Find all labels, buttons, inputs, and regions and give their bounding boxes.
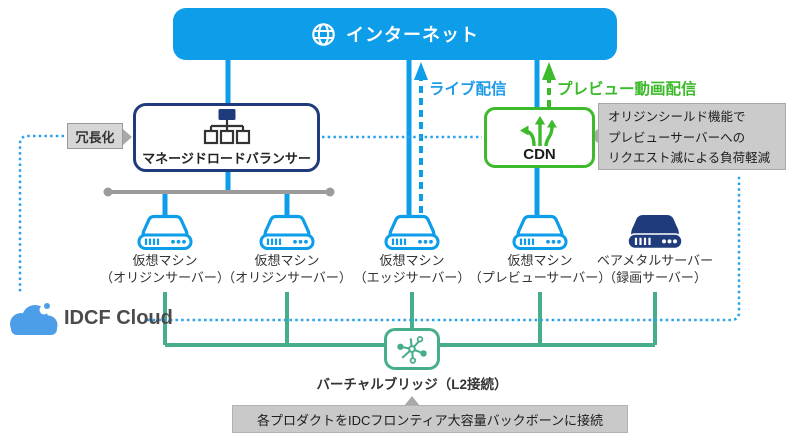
live-flow-label: ライブ配信 xyxy=(429,81,507,98)
cdn-box: CDN xyxy=(484,107,595,168)
annotation-line-2: プレビューサーバーへの xyxy=(608,130,746,145)
vm-server-icon xyxy=(384,214,440,250)
server-label-origin1: 仮想マシン （オリジンサーバー） xyxy=(90,252,240,286)
server-name: ベアメタルサーバー xyxy=(596,253,714,268)
server-name: 仮想マシン xyxy=(379,253,445,268)
lb-bus-endpoint-right xyxy=(325,187,335,197)
backbone-pointer-icon xyxy=(404,396,420,406)
preview-flow-label: プレビュー動画配信 xyxy=(557,81,697,98)
virtual-bridge-box xyxy=(384,328,440,370)
server-label-origin2: 仮想マシン （オリジンサーバー） xyxy=(212,252,362,286)
server-role: （録画サーバー） xyxy=(603,270,707,285)
cloud-icon xyxy=(10,303,58,335)
vm-server-icon xyxy=(259,214,315,250)
server-label-preview: 仮想マシン （プレビューサーバー） xyxy=(465,252,615,286)
backbone-note-bar: 各プロダクトをIDCフロンティア大容量バックボーンに接続 xyxy=(232,405,628,433)
load-balancer-icon xyxy=(203,109,250,145)
server-role: （プレビューサーバー） xyxy=(468,270,612,285)
globe-icon xyxy=(312,22,335,46)
redundancy-pointer-icon xyxy=(123,129,132,145)
idcf-cloud-label: IDCF Cloud xyxy=(64,307,173,329)
bridge-hub-icon xyxy=(397,336,427,364)
server-role: （エッジサーバー） xyxy=(353,270,471,285)
bridge-label: バーチャルブリッジ（L2接続） xyxy=(316,377,508,392)
annotation-line-3: リクエスト減による負荷軽減 xyxy=(608,151,771,165)
load-balancer-box: マネージドロードバランサー xyxy=(133,103,320,172)
server-name: 仮想マシン xyxy=(254,253,320,268)
cdn-arrows-icon xyxy=(519,115,557,146)
server-name: 仮想マシン xyxy=(507,253,573,268)
annotation-line-1: オリジンシールド機能で xyxy=(608,110,746,124)
server-role: （オリジンサーバー） xyxy=(100,270,230,285)
vm-server-icon xyxy=(137,214,193,250)
server-label-baremetal: ベアメタルサーバー （録画サーバー） xyxy=(580,252,730,286)
cdn-label: CDN xyxy=(523,145,556,163)
annotation-box: オリジンシールド機能で プレビューサーバーへの リクエスト減による負荷軽減 xyxy=(598,103,786,170)
internet-box: インターネット xyxy=(173,8,617,60)
backbone-note-label: 各プロダクトをIDCフロンティア大容量バックボーンに接続 xyxy=(257,412,603,428)
redundancy-label: 冗長化 xyxy=(75,129,115,145)
baremetal-server-icon xyxy=(627,215,683,250)
dotted-redundancy-to-cloud xyxy=(18,134,64,294)
lb-bus-endpoint-left xyxy=(103,187,113,197)
server-name: 仮想マシン xyxy=(132,253,198,268)
live-stream-arrowhead xyxy=(414,62,428,80)
redundancy-badge: 冗長化 xyxy=(67,123,123,149)
server-label-edge: 仮想マシン （エッジサーバー） xyxy=(337,252,487,286)
vm-server-icon xyxy=(512,214,568,250)
server-role: （オリジンサーバー） xyxy=(222,270,352,285)
load-balancer-label: マネージドロードバランサー xyxy=(142,151,311,166)
internet-label: インターネット xyxy=(346,25,479,45)
preview-stream-arrowhead xyxy=(542,62,556,80)
